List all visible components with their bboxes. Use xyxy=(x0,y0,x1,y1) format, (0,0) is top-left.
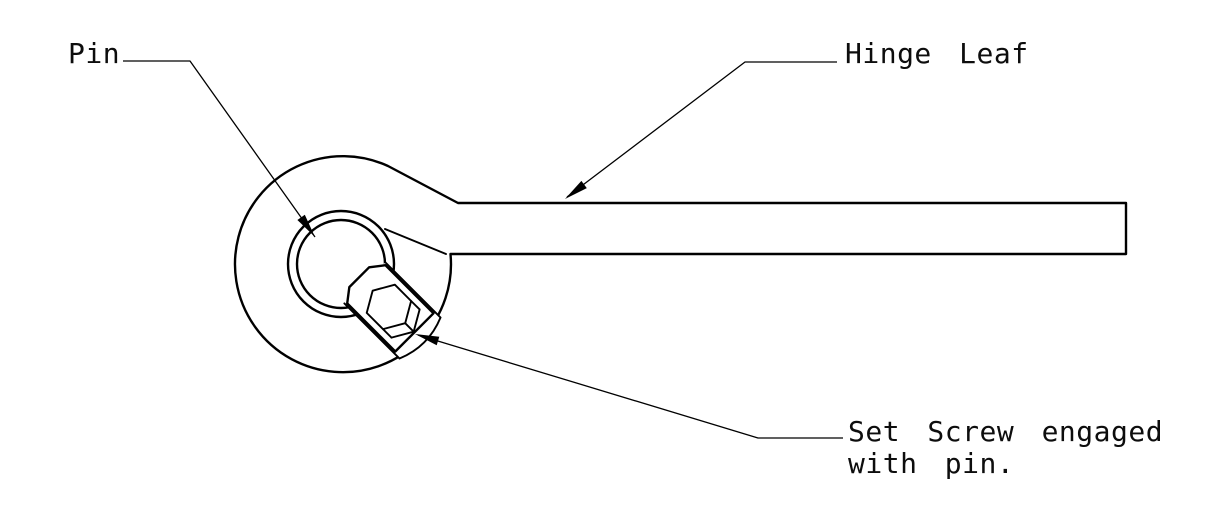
hinge-body-section xyxy=(233,155,1128,374)
hinge-leaf-leader-arrowhead xyxy=(565,180,587,199)
hinge-leaf-label: Hinge Leaf xyxy=(845,37,1029,70)
set-screw-socket xyxy=(365,283,421,339)
leaf-knuckle-junction-line xyxy=(384,228,447,255)
set-screw-leader-line xyxy=(417,334,843,439)
pin-leader-line xyxy=(123,60,316,238)
pin-label: Pin xyxy=(68,37,120,70)
set-screw-label-line2: with pin. xyxy=(848,447,1014,480)
pin-leader-arrowhead xyxy=(297,214,315,237)
hinge-leaf-leader-line xyxy=(566,61,837,198)
set-screw-label-line1: Set Screw engaged xyxy=(848,415,1163,448)
set-screw-leader-arrowhead xyxy=(415,334,440,346)
